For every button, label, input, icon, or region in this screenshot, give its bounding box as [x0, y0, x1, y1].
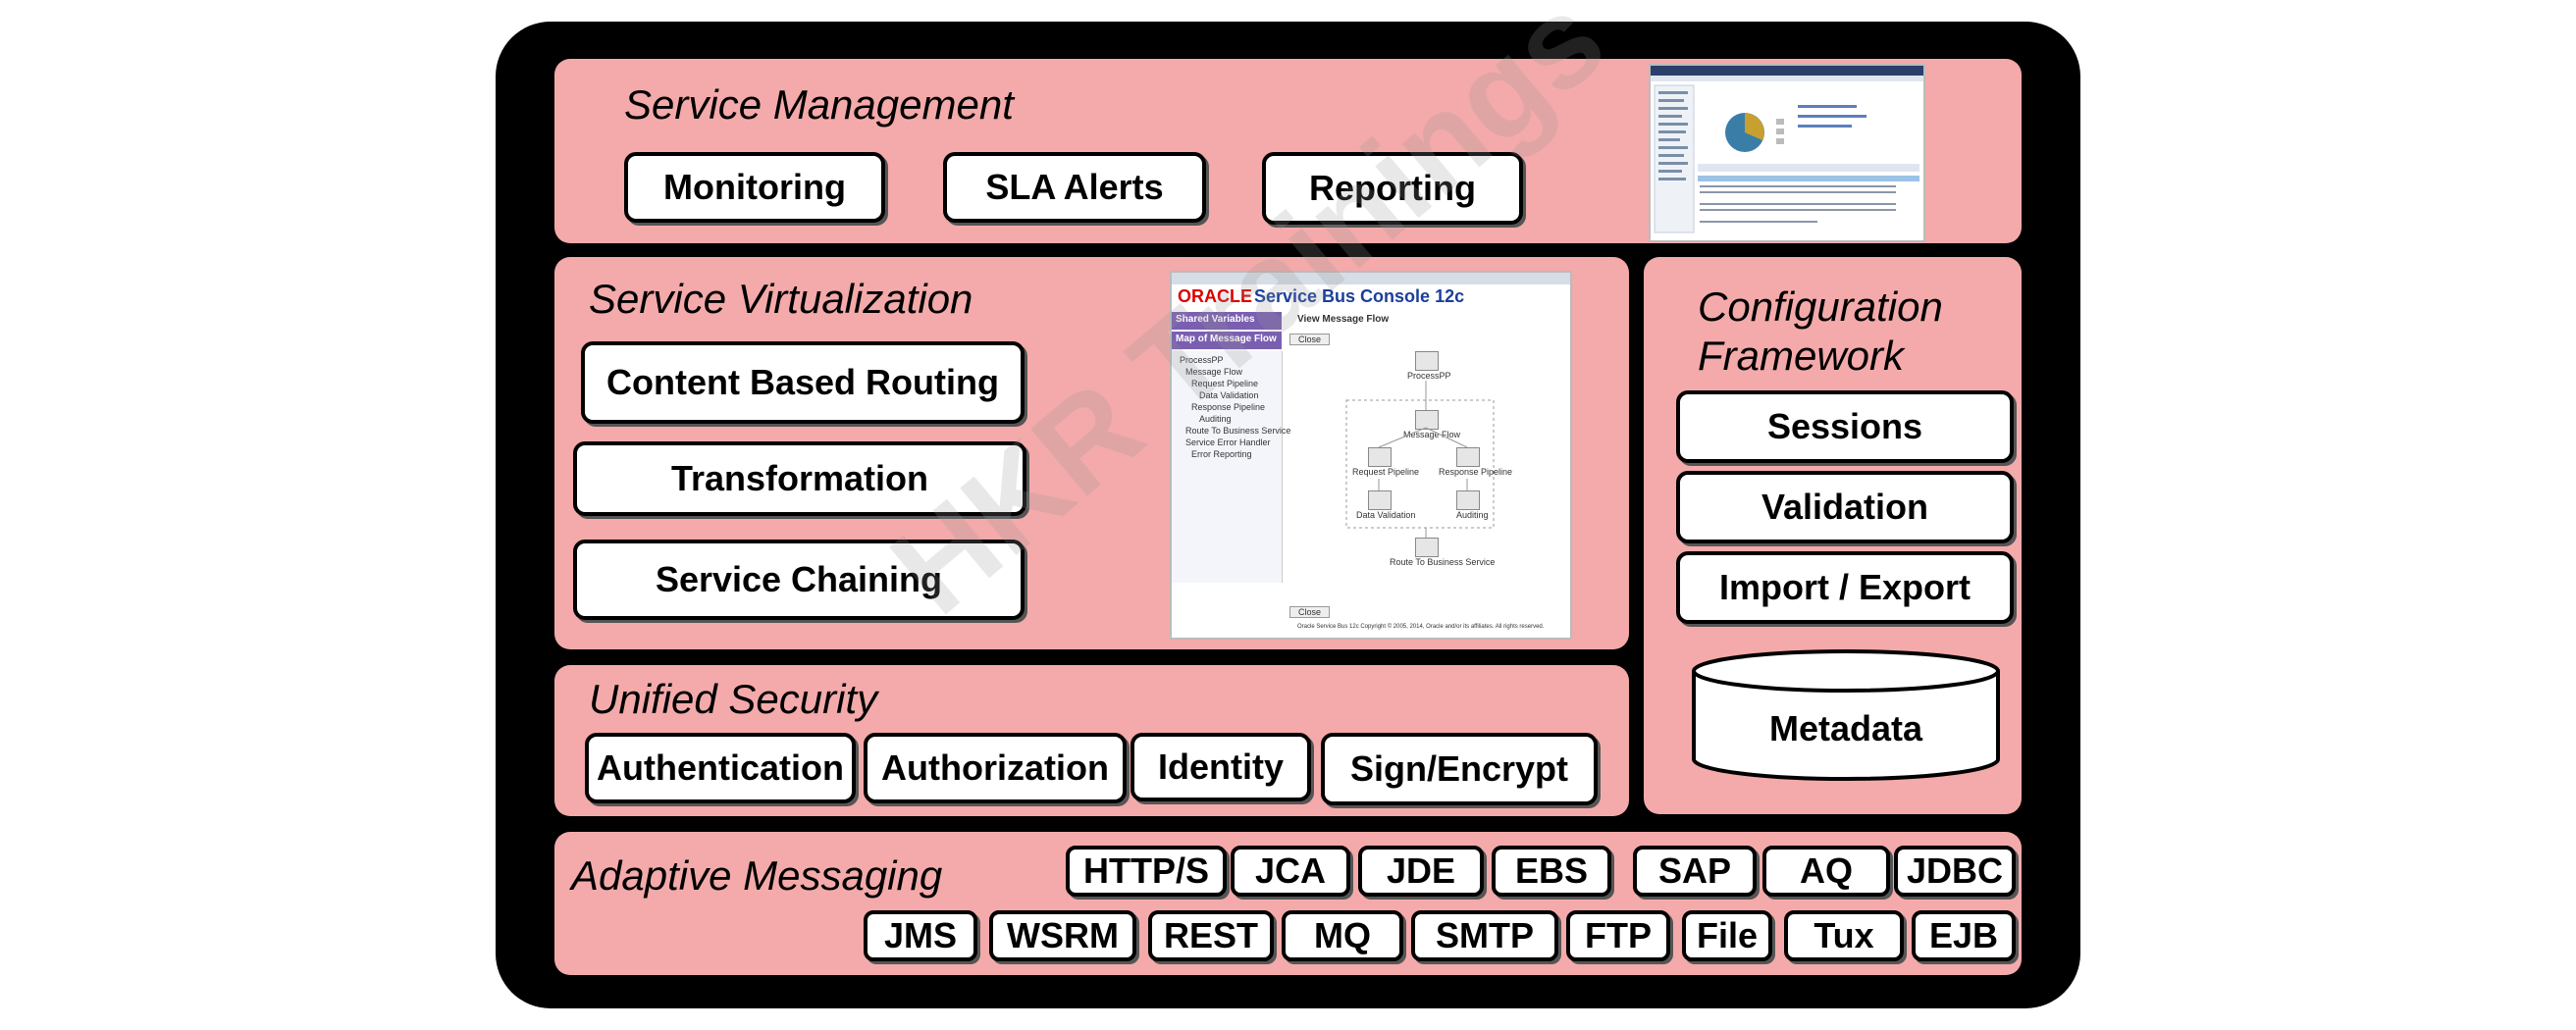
identity-box: Identity: [1130, 733, 1311, 801]
close-button-top: Close: [1289, 334, 1331, 345]
protocol-jms: JMS: [864, 910, 977, 961]
reporting-box: Reporting: [1262, 152, 1523, 225]
tree-item: Auditing: [1199, 414, 1232, 424]
protocol-rest: REST: [1148, 910, 1274, 961]
metadata-label: Metadata: [1768, 708, 1923, 748]
service-virtualization-title: Service Virtualization: [589, 276, 973, 322]
service-bus-console-screenshot: ORACLE Service Bus Console 12c Shared Va…: [1170, 271, 1572, 640]
validation-box: Validation: [1676, 471, 2014, 543]
tree-item: Response Pipeline: [1191, 402, 1266, 412]
protocol-ebs: EBS: [1492, 846, 1611, 897]
tree-item: Request Pipeline: [1191, 379, 1259, 388]
protocol-jdbc: JDBC: [1894, 846, 2016, 897]
tree-item: Route To Business Service: [1185, 426, 1291, 436]
unified-security-title: Unified Security: [589, 676, 878, 722]
protocol-mq: MQ: [1282, 910, 1403, 961]
node-label: Auditing: [1456, 510, 1489, 520]
console-title: Service Bus Console 12c: [1254, 286, 1465, 306]
shared-variables-nav: Shared Variables: [1172, 312, 1282, 330]
protocol-file: File: [1682, 910, 1772, 961]
protocol-tux: Tux: [1784, 910, 1904, 961]
request-pipeline-node: [1368, 447, 1392, 467]
sign-encrypt-box: Sign/Encrypt: [1321, 733, 1598, 805]
configuration-framework-title-line1: Configuration: [1698, 283, 1943, 330]
content-based-routing-box: Content Based Routing: [581, 341, 1025, 424]
node-label: Route To Business Service: [1390, 557, 1496, 567]
oracle-logo: ORACLE: [1178, 286, 1252, 306]
view-message-flow-header: View Message Flow: [1297, 314, 1390, 325]
tree-item: Message Flow: [1185, 367, 1243, 377]
protocol-ejb: EJB: [1912, 910, 2016, 961]
service-chaining-box: Service Chaining: [573, 540, 1025, 620]
node-label: Response Pipeline: [1439, 467, 1513, 477]
auditing-node: [1456, 490, 1480, 510]
protocol-aq: AQ: [1762, 846, 1890, 897]
adaptive-messaging-title: Adaptive Messaging: [571, 852, 943, 899]
monitoring-box: Monitoring: [624, 152, 885, 223]
map-of-message-flow-nav: Map of Message Flow: [1172, 332, 1282, 349]
tree-item: Data Validation: [1199, 390, 1259, 400]
message-flow-node: [1415, 410, 1439, 430]
em-console-thumbnail: [1651, 66, 1923, 233]
sla-alerts-box: SLA Alerts: [943, 152, 1206, 223]
protocol-smtp: SMTP: [1411, 910, 1558, 961]
transformation-box: Transformation: [573, 441, 1026, 516]
node-label: Request Pipeline: [1352, 467, 1420, 477]
node-label: Message Flow: [1403, 430, 1461, 439]
tree-item: Service Error Handler: [1185, 438, 1271, 447]
metadata-cylinder: [1692, 649, 2000, 781]
flow-connectors: [1345, 381, 1495, 538]
configuration-framework-title-line2: Framework: [1698, 333, 1905, 379]
protocol-sap: SAP: [1633, 846, 1757, 897]
tree-item: Error Reporting: [1191, 449, 1252, 459]
data-validation-node: [1368, 490, 1392, 510]
protocol-http-s: HTTP/S: [1066, 846, 1227, 897]
authentication-box: Authentication: [585, 733, 856, 803]
node-label: Data Validation: [1356, 510, 1416, 520]
protocol-ftp: FTP: [1566, 910, 1670, 961]
service-management-title: Service Management: [624, 81, 1014, 128]
processpp-node: [1415, 351, 1439, 371]
authorization-box: Authorization: [864, 733, 1127, 803]
route-node: [1415, 538, 1439, 557]
protocol-jde: JDE: [1358, 846, 1484, 897]
protocol-jca: JCA: [1231, 846, 1350, 897]
sessions-box: Sessions: [1676, 390, 2014, 463]
response-pipeline-node: [1456, 447, 1480, 467]
em-console-screenshot: [1649, 64, 1925, 242]
console-footer: Oracle Service Bus 12c Copyright © 2005,…: [1297, 624, 1545, 630]
node-label: ProcessPP: [1407, 371, 1451, 381]
protocol-wsrm: WSRM: [989, 910, 1136, 961]
tree-item: ProcessPP: [1180, 355, 1224, 365]
close-button-bottom: Close: [1289, 606, 1331, 618]
import-export-box: Import / Export: [1676, 551, 2014, 624]
